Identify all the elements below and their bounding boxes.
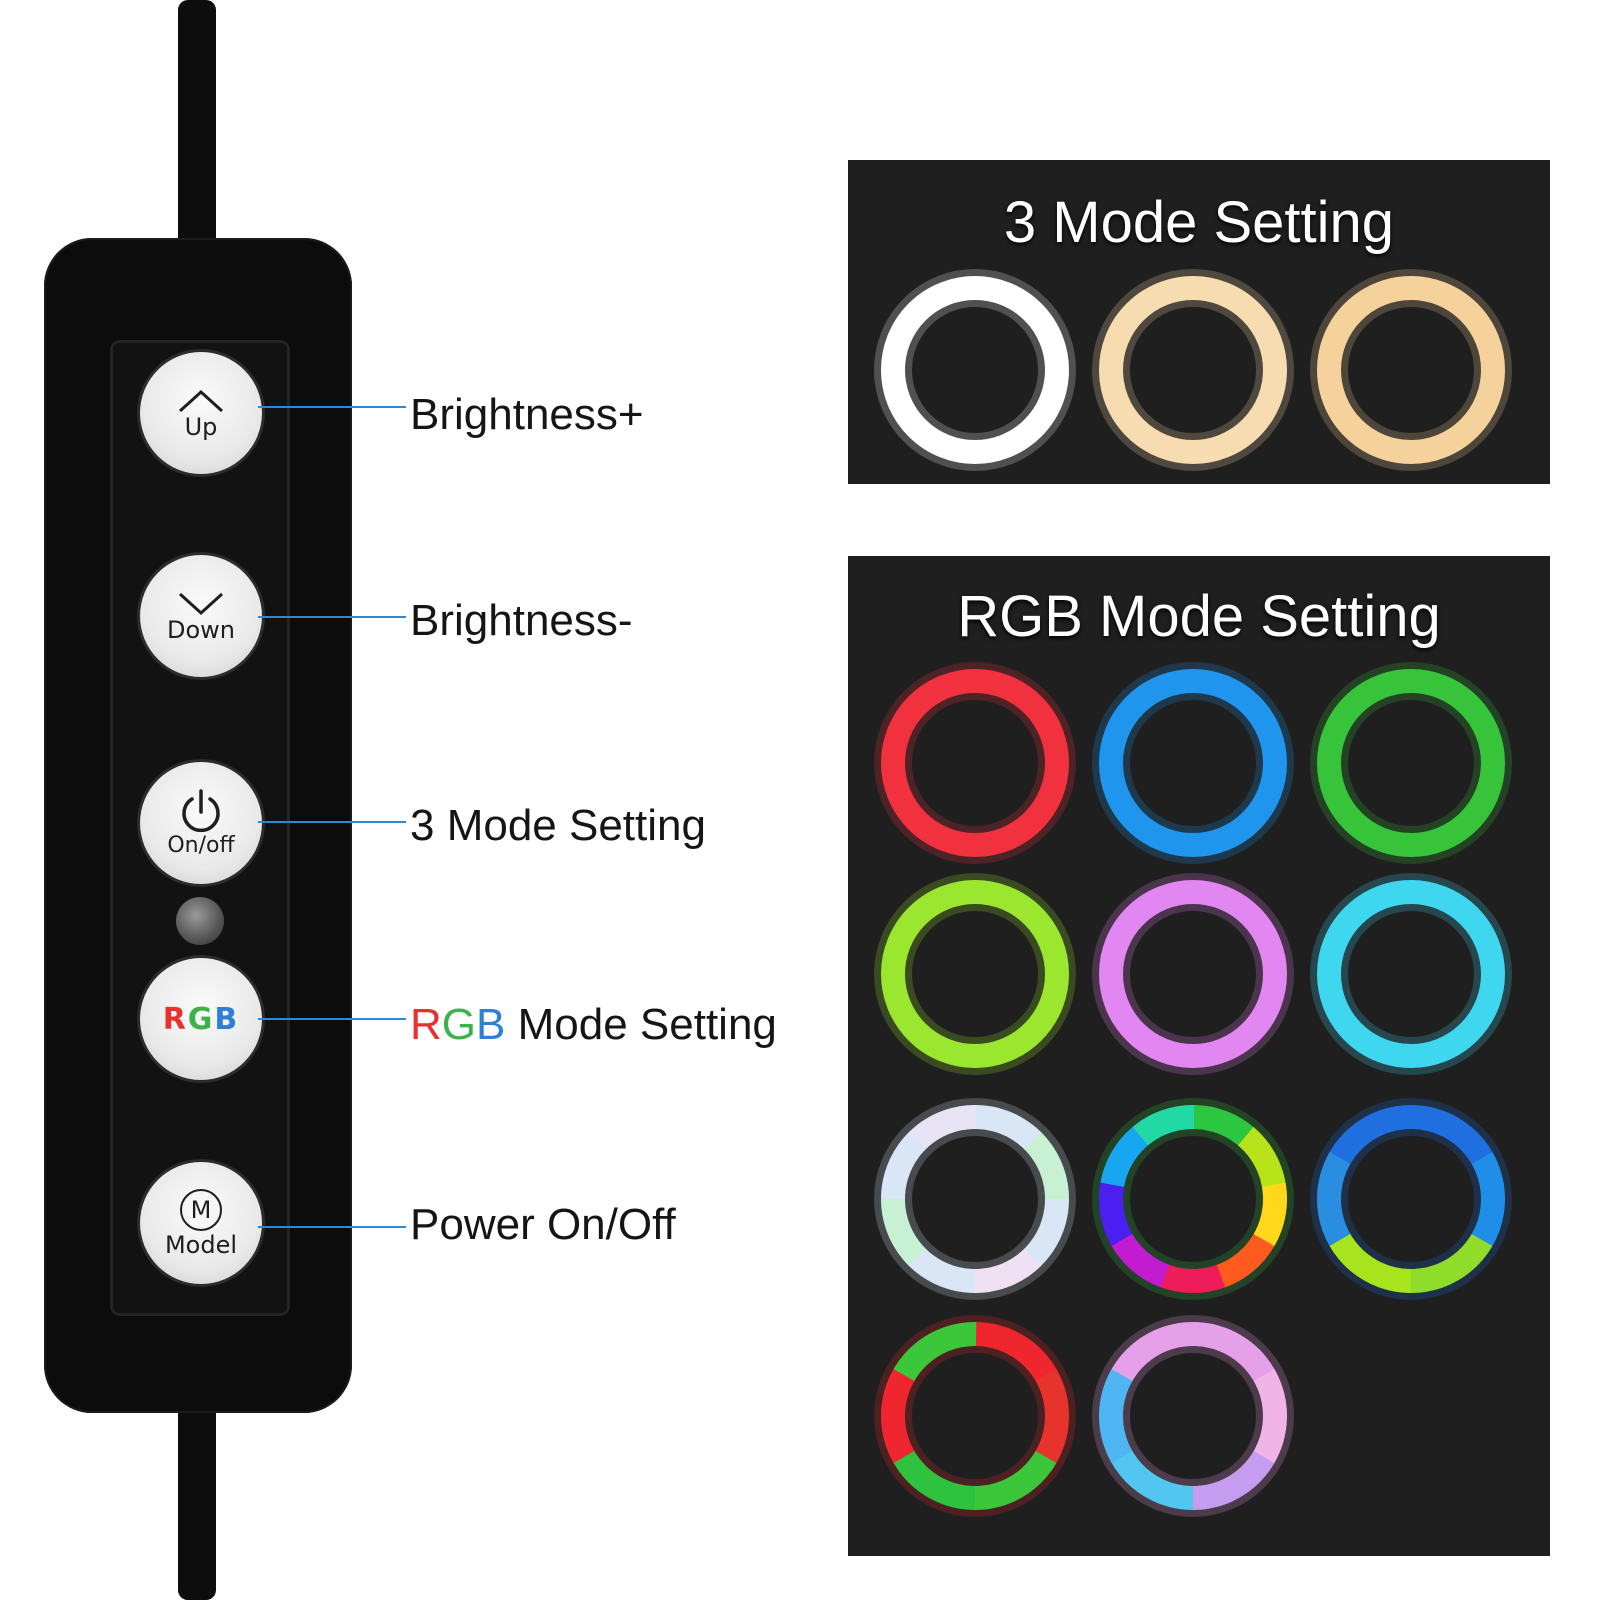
rainbow-ring <box>1092 1098 1294 1300</box>
rgb-button-label: RGB <box>163 1002 240 1037</box>
leader-line-down <box>258 616 406 618</box>
chevron-down-icon <box>178 592 224 616</box>
cyan-ring <box>1310 873 1512 1075</box>
leader-line-up <box>258 406 406 408</box>
leader-line-onoff <box>258 821 406 823</box>
leader-line-model <box>258 1226 406 1228</box>
red-ring <box>874 662 1076 864</box>
three-mode-panel: 3 Mode Setting <box>848 160 1550 484</box>
rgb-mode-rings <box>874 662 1512 1517</box>
leader-line-rgb <box>258 1018 406 1020</box>
red-green-ring <box>874 1315 1076 1517</box>
lime-ring <box>874 873 1076 1075</box>
chevron-up-icon <box>178 389 224 413</box>
model-button-label: Model <box>164 1231 238 1259</box>
green-ring <box>1310 662 1512 864</box>
pastel-ring <box>874 1098 1076 1300</box>
rgb-letter-g: G <box>187 1001 215 1037</box>
callout-rgb-mode: RGB Mode Setting <box>410 1000 777 1050</box>
warm-ring <box>1310 269 1512 471</box>
rgb-mode-title: RGB Mode Setting <box>957 584 1441 649</box>
rgb-mode-panel: RGB Mode Setting <box>848 556 1550 1556</box>
up-button[interactable]: Up <box>140 352 262 474</box>
callout-brightness-up: Brightness+ <box>410 390 644 439</box>
callout-rgb-r: R <box>410 1000 442 1049</box>
blue-ring <box>1092 662 1294 864</box>
callout-rgb-b: B <box>476 1000 506 1049</box>
model-button[interactable]: M Model <box>140 1162 262 1284</box>
indicator-light <box>176 897 224 945</box>
up-button-label: Up <box>184 413 218 441</box>
on-off-button-label: On/off <box>167 833 235 858</box>
callout-brightness-down: Brightness- <box>410 596 633 645</box>
neutral-ring <box>1092 269 1294 471</box>
down-button[interactable]: Down <box>140 555 262 677</box>
down-button-label: Down <box>166 616 235 644</box>
cable-bottom <box>178 1400 216 1600</box>
on-off-button[interactable]: On/off <box>140 762 262 884</box>
three-mode-title: 3 Mode Setting <box>1003 190 1395 255</box>
rgb-button[interactable]: RGB <box>140 958 262 1080</box>
three-mode-rings <box>874 269 1512 471</box>
m-circle-icon: M <box>180 1189 222 1231</box>
callout-3-mode: 3 Mode Setting <box>410 801 706 850</box>
blue-lime-ring <box>1310 1098 1512 1300</box>
cable-top <box>178 0 216 250</box>
violet-ring <box>1092 873 1294 1075</box>
cool-white-ring <box>874 269 1076 471</box>
callout-rgb-g: G <box>441 1000 477 1049</box>
callout-power: Power On/Off <box>410 1200 676 1249</box>
callout-rgb-rest: Mode Setting <box>517 1000 777 1049</box>
rgb-letter-r: R <box>162 1001 188 1037</box>
power-icon <box>182 789 220 833</box>
rgb-letter-b: B <box>214 1001 240 1037</box>
blue-pink-ring <box>1092 1315 1294 1517</box>
